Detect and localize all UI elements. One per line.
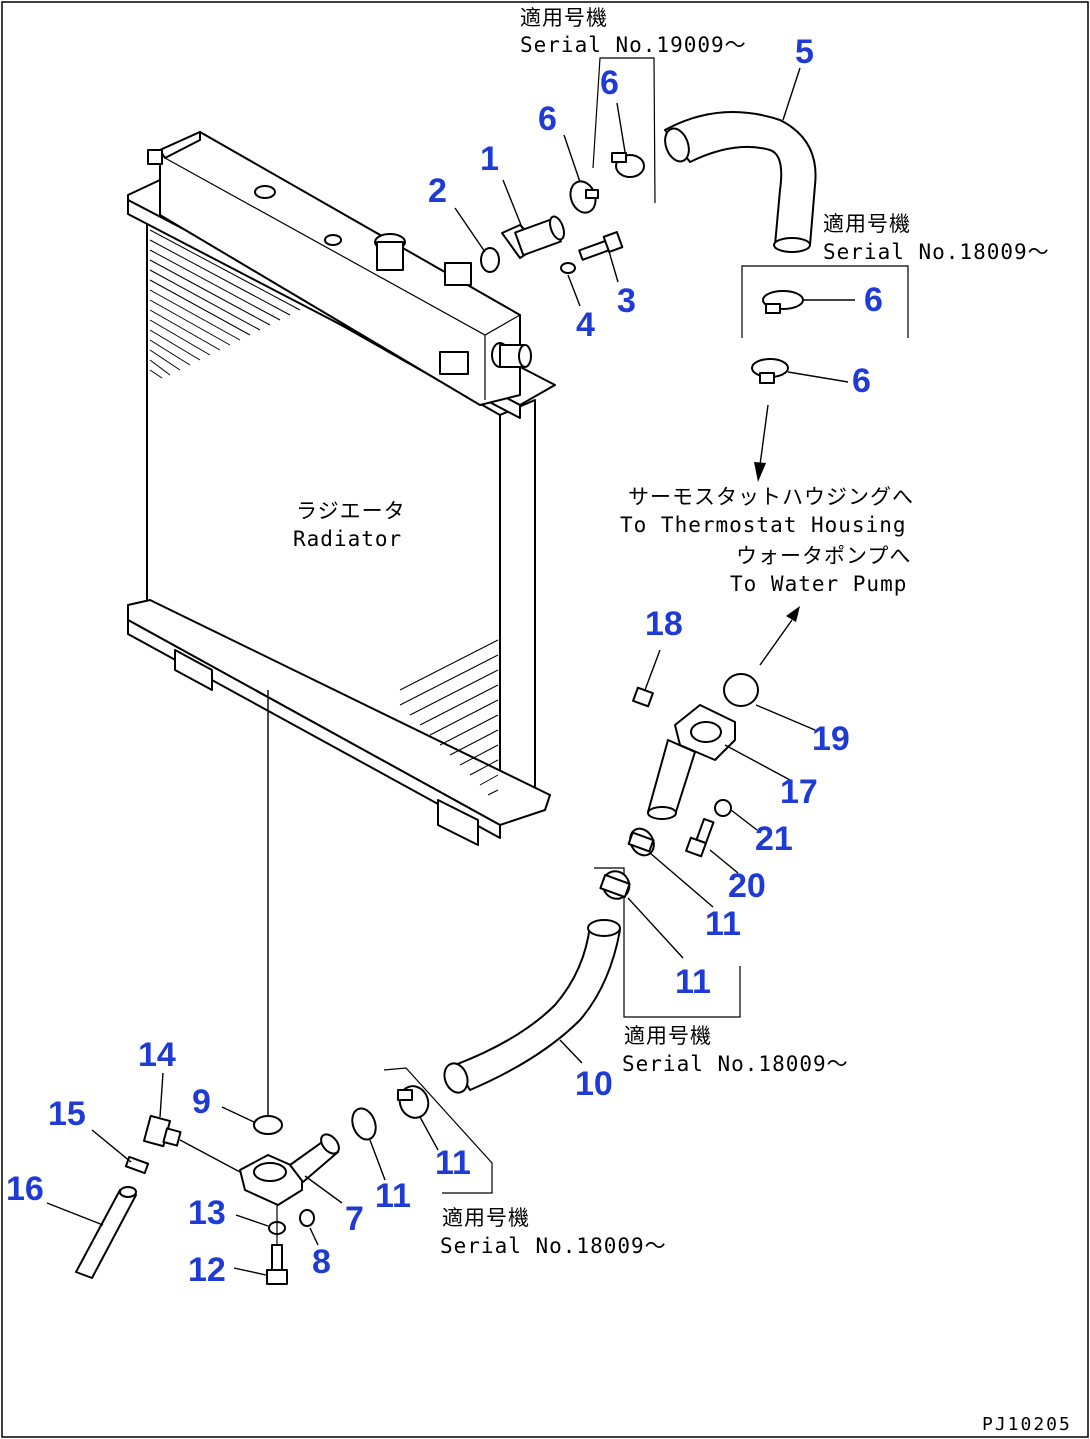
part-21-washer — [714, 799, 732, 817]
callout-11a: 11 — [705, 905, 741, 943]
callout-6c: 6 — [864, 281, 883, 319]
part-1-outlet-flange — [501, 215, 565, 259]
part-18-bolt — [632, 686, 654, 708]
serial-note-top-jp: 適用号機 — [520, 6, 608, 30]
fin-hatching — [149, 229, 499, 796]
callout-10: 10 — [575, 1065, 613, 1103]
valve-to-elbow-line — [179, 1139, 241, 1173]
thermostat-label-jp: サーモスタットハウジングへ — [628, 485, 914, 509]
part-10-lower-hose — [443, 919, 621, 1094]
serial-bracket-top — [592, 57, 656, 204]
callout-7: 7 — [345, 1200, 364, 1238]
water-pump-arrow-line — [759, 619, 793, 666]
callout-9: 9 — [192, 1083, 211, 1121]
callout-21: 21 — [755, 820, 793, 858]
serial-note-right-jp: 適用号機 — [823, 212, 911, 236]
callout-11c: 11 — [435, 1144, 471, 1182]
callout-14: 14 — [138, 1036, 176, 1074]
serial-bracket-mid — [594, 867, 741, 1018]
water-pump-arrow-head — [786, 606, 800, 622]
radiator-label-en: Radiator — [293, 527, 402, 551]
callout-20: 20 — [728, 867, 766, 905]
callout-11b: 11 — [675, 963, 711, 1001]
callout-2: 2 — [428, 172, 447, 210]
part-4-washer — [560, 262, 576, 274]
callout-1: 1 — [480, 140, 499, 178]
part-8-nut — [299, 1209, 315, 1227]
serial-bracket-bottom — [383, 1067, 493, 1194]
diagram-code: PJ10205 — [982, 1414, 1072, 1435]
serial-note-top-en: Serial No.19009～ — [520, 33, 747, 57]
part-7-drain-elbow — [239, 1133, 340, 1206]
serial-note-mid-en: Serial No.18009～ — [622, 1052, 849, 1076]
thermostat-label-en: To Thermostat Housing — [620, 513, 907, 537]
callout-16: 16 — [6, 1170, 44, 1208]
callout-11d: 11 — [375, 1177, 411, 1215]
part-6-clamp-a — [569, 180, 599, 214]
radiator-label-jp: ラジエータ — [296, 499, 406, 523]
water-pump-label-en: To Water Pump — [730, 572, 907, 596]
part-17-elbow — [647, 704, 736, 820]
callout-12: 12 — [188, 1251, 226, 1289]
part-9-o-ring — [253, 1115, 283, 1135]
part-12-bolt — [266, 1244, 288, 1285]
callout-19: 19 — [812, 720, 850, 758]
part-6-clamp-d — [751, 358, 789, 384]
part-11-clamp-a — [627, 827, 655, 857]
callout-5: 5 — [795, 33, 814, 71]
callout-6a: 6 — [600, 64, 619, 102]
callouts: 1 2 3 4 5 6 6 6 6 7 8 9 10 11 11 11 11 1… — [6, 33, 883, 1289]
callout-17: 17 — [780, 773, 818, 811]
part-16-drain-hose — [75, 1186, 137, 1279]
part-20-bolt — [685, 817, 715, 858]
callout-6d: 6 — [852, 362, 871, 400]
serial-note-mid-jp: 適用号機 — [624, 1024, 712, 1048]
water-pump-label-jp: ウォータポンプへ — [736, 544, 911, 568]
part-14-drain-valve — [142, 1114, 182, 1148]
radiator: ラジエータ Radiator — [127, 131, 556, 846]
callout-13: 13 — [188, 1194, 226, 1232]
callout-15: 15 — [48, 1095, 86, 1133]
part-2-gasket — [480, 247, 500, 273]
callout-3: 3 — [617, 282, 636, 320]
leader-lines — [46, 67, 855, 1276]
thermostat-arrow-line — [759, 404, 769, 466]
part-6-clamp-c — [762, 290, 804, 314]
part-11-clamp-c — [397, 1085, 430, 1119]
part-5-upper-hose — [664, 111, 817, 253]
serial-note-bottom-en: Serial No.18009～ — [440, 1234, 667, 1258]
serial-note-right-en: Serial No.18009～ — [823, 240, 1050, 264]
part-19-o-ring — [723, 673, 759, 707]
part-11-clamp-b — [599, 870, 631, 900]
callout-18: 18 — [645, 605, 683, 643]
serial-note-bottom-jp: 適用号機 — [442, 1206, 530, 1230]
serial-bracket-right — [741, 265, 909, 338]
thermostat-arrow-head — [754, 462, 766, 482]
callout-8: 8 — [312, 1243, 331, 1281]
part-3-bolt — [578, 231, 624, 261]
part-6-clamp-b — [611, 152, 645, 178]
part-11-clamp-d — [351, 1107, 377, 1141]
callout-4: 4 — [576, 306, 595, 344]
callout-6b: 6 — [538, 100, 557, 138]
part-15-clip — [124, 1155, 150, 1175]
